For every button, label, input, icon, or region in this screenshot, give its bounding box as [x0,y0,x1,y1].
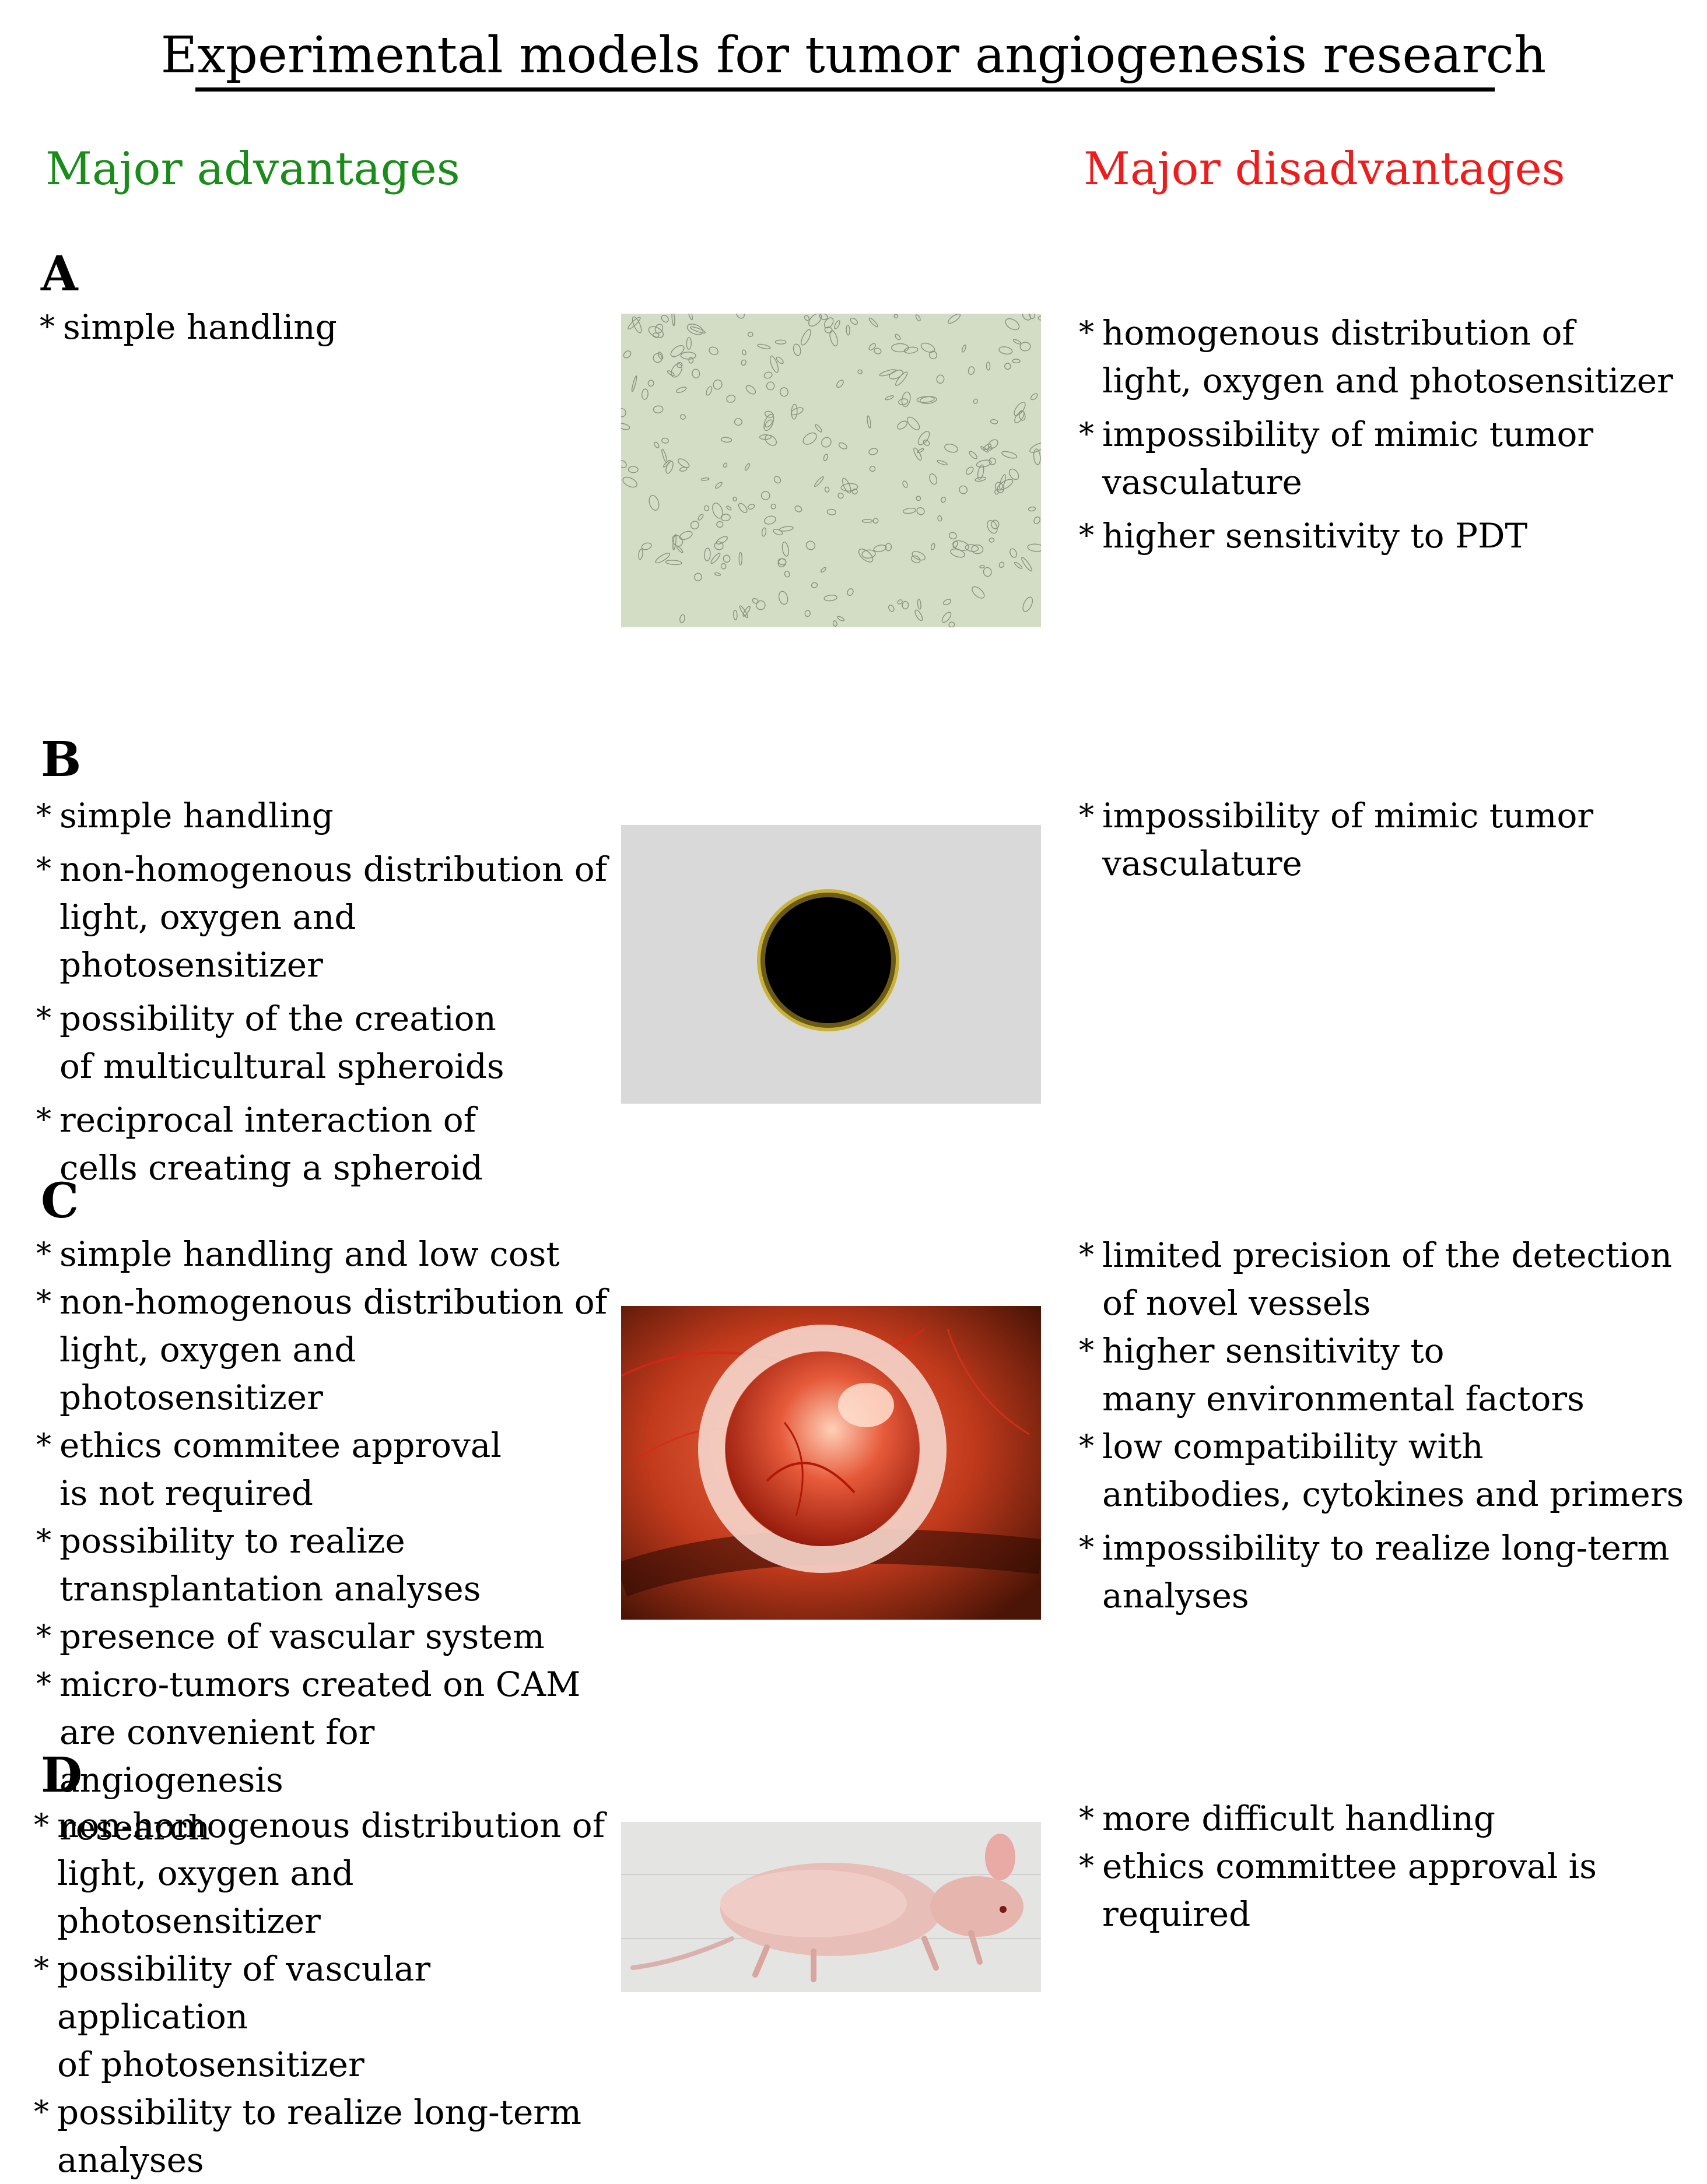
section-d-advantages: *non-homogenous distribution of light, o… [34,1802,611,2184]
title-underline [195,87,1495,92]
list-item: *ethics commitee approval is not require… [36,1425,502,1513]
list-item: *homogenous distribution of light, oxyge… [1079,313,1673,401]
section-b-disadvantages: *impossibility of mimic tumor vasculatur… [1079,792,1697,887]
section-a-advantages: *simple handling [40,303,600,351]
list-item: *limited precision of the detection of n… [1079,1235,1673,1323]
section-letter-a: A [41,246,78,302]
list-item: *micro-tumors created on CAM are conveni… [36,1665,581,1848]
list-item: *possibility of the creation of multicul… [36,999,504,1086]
section-c-advantages: *simple handling and low cost *non-homog… [36,1230,608,1852]
section-b-advantages: *simple handling *non-homogenous distrib… [36,792,608,1192]
cell-culture-microscopy-image [621,314,1041,627]
list-item: *non-homogenous distribution of light, o… [34,1806,605,1941]
list-item: *non-homogenous distribution of light, o… [36,849,608,985]
list-item: *non-homogenous distribution of light, o… [36,1282,608,1417]
list-item: *reciprocal interaction of cells creatin… [36,1100,483,1188]
list-item: *higher sensitivity to many environmenta… [1079,1331,1585,1418]
section-c-disadvantages: *limited precision of the detection of n… [1079,1231,1697,1620]
list-item: *possibility to realize transplantation … [36,1521,481,1609]
disadvantages-header: Major disadvantages [1084,143,1565,195]
section-a-disadvantages: *homogenous distribution of light, oxyge… [1079,309,1697,560]
list-item: *impossibility of mimic tumor vasculatur… [1079,415,1594,502]
list-item: *low compatibility with antibodies, cyto… [1079,1427,1684,1514]
list-item: *possibility of vascular application of … [34,1949,431,2084]
section-letter-d: D [41,1747,83,1803]
section-letter-c: C [41,1173,79,1229]
section-d-disadvantages: *more difficult handling *ethics committ… [1079,1795,1700,1938]
cam-assay-image [621,1306,1041,1620]
list-item: *impossibility of mimic tumor vasculatur… [1079,796,1594,883]
list-item: *higher sensitivity to PDT [1079,516,1528,556]
list-item: *simple handling and low cost [36,1234,560,1274]
list-item: *possibility to realize long-term analys… [34,2092,582,2180]
list-item: *impossibility to realize long-term anal… [1079,1528,1670,1616]
nude-mouse-image [621,1822,1041,1992]
section-letter-b: B [41,732,82,788]
advantages-header: Major advantages [45,143,460,195]
list-item: *simple handling [36,796,334,835]
list-item: *simple handling [40,307,337,347]
list-item: *more difficult handling [1079,1799,1495,1838]
list-item: *ethics committee approval is required [1079,1846,1597,1934]
spheroid-image [621,825,1041,1104]
list-item: *presence of vascular system [36,1617,545,1656]
page-title: Experimental models for tumor angiogenes… [160,26,1547,85]
